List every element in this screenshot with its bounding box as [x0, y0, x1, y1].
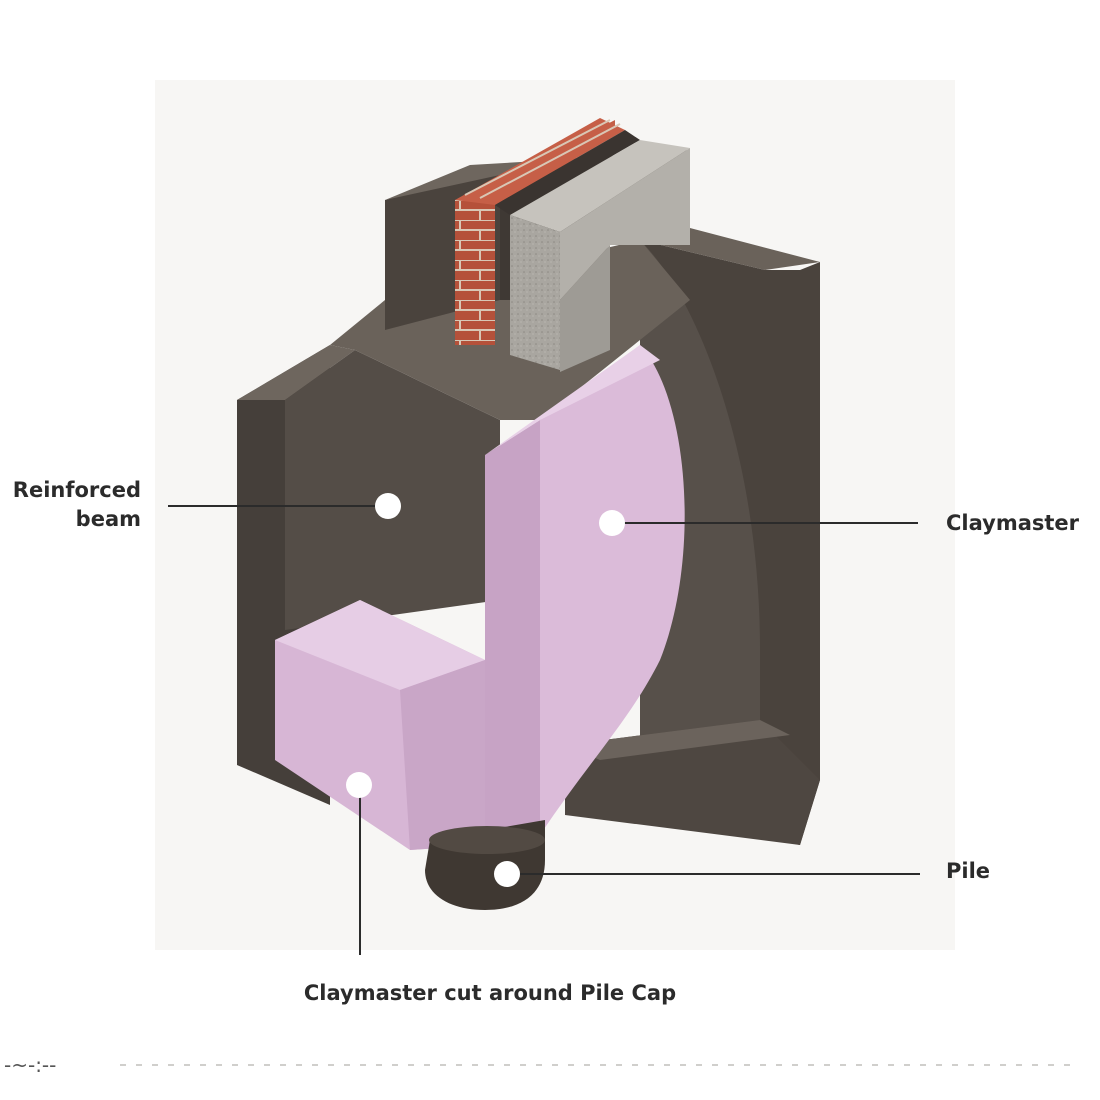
marker-pile	[494, 861, 520, 887]
label-pile: Pile	[946, 859, 990, 883]
callout-markers	[346, 493, 625, 887]
leader-lines	[168, 505, 920, 955]
marker-claymaster-cut	[346, 772, 372, 798]
label-reinforced-beam-line2: beam	[76, 507, 141, 531]
label-reinforced-beam-line1: Reinforced	[13, 478, 141, 502]
claymaster-board-graphic	[485, 345, 685, 845]
marker-claymaster	[599, 510, 625, 536]
masonry-wall-graphic	[455, 118, 690, 372]
label-claymaster: Claymaster	[946, 511, 1080, 535]
marker-reinforced-beam	[375, 493, 401, 519]
pile-graphic	[425, 820, 545, 910]
claymaster-cut-graphic	[275, 600, 485, 850]
label-claymaster-cut: Claymaster cut around Pile Cap	[304, 981, 676, 1005]
footer-partial-text: -~-:--	[4, 1053, 56, 1077]
